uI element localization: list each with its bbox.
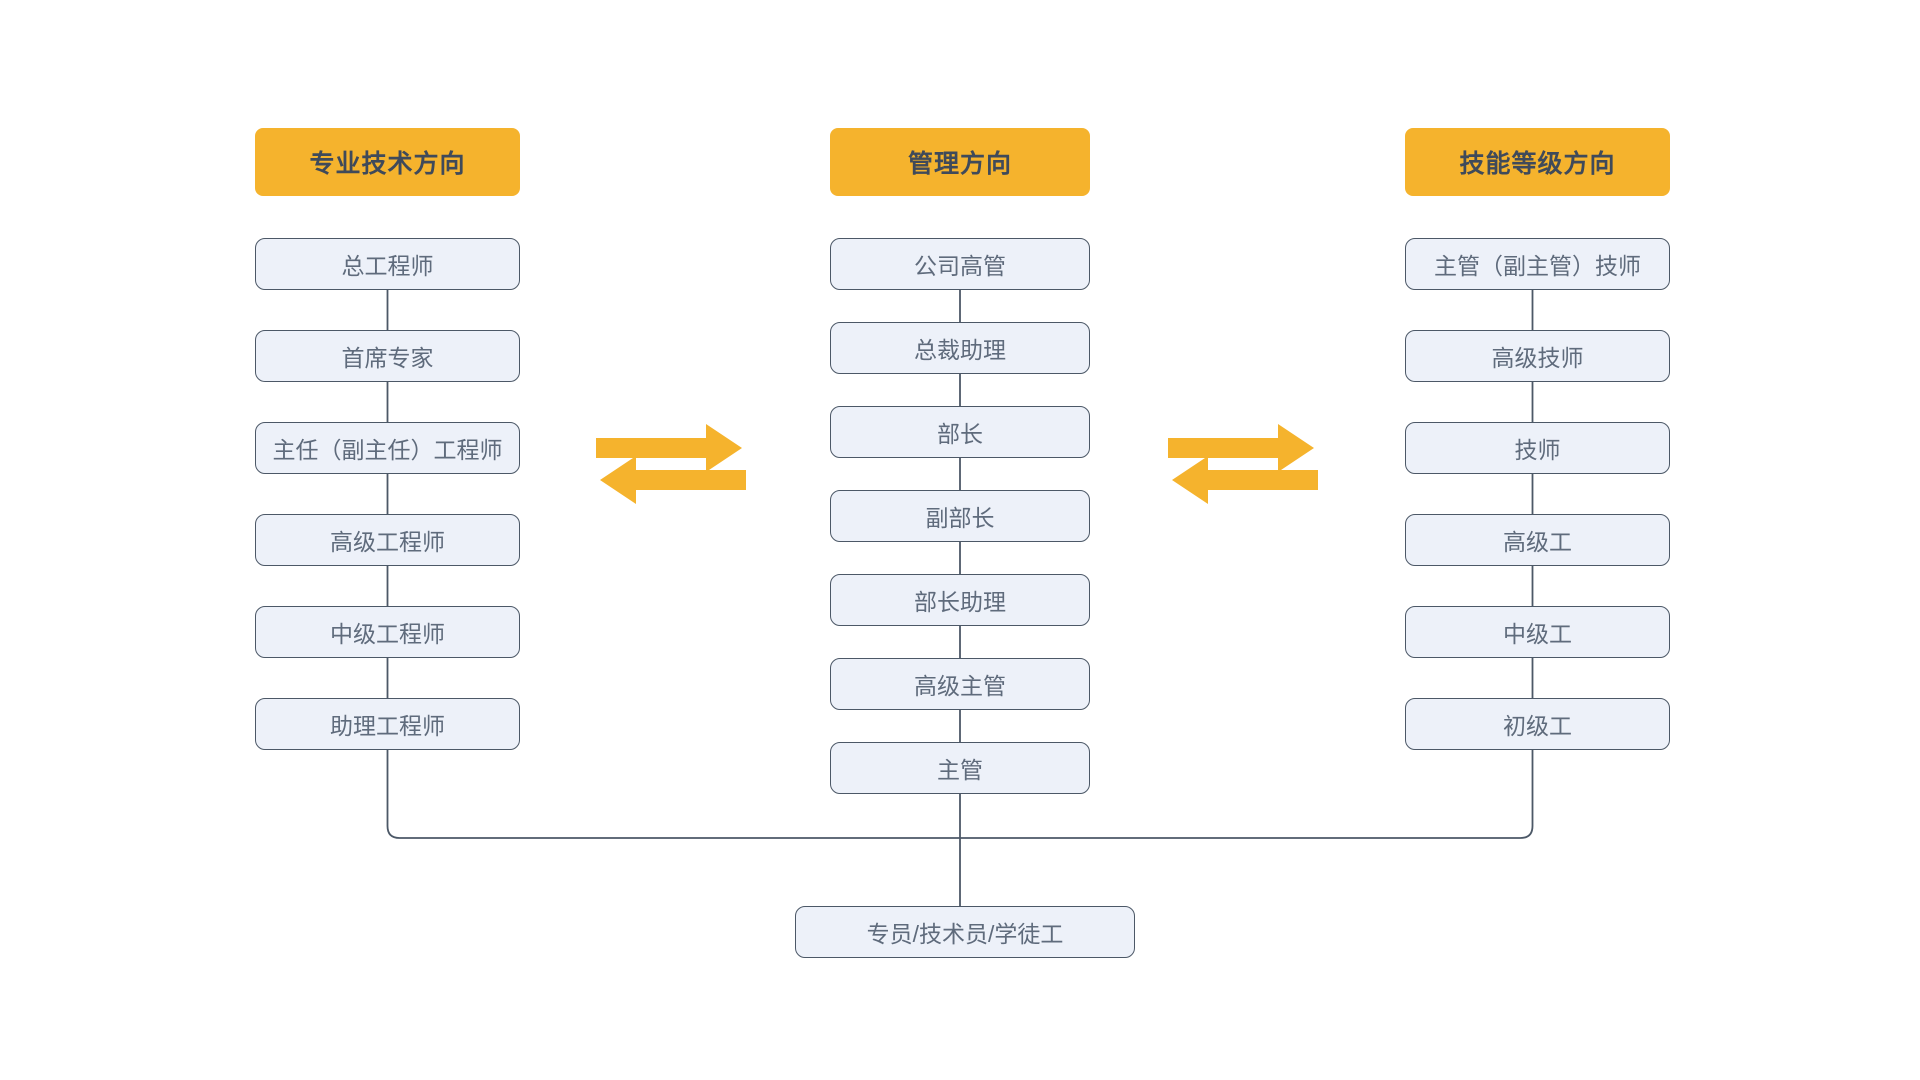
bidirectional-arrows-icon-left bbox=[596, 424, 746, 504]
column-header-technical[interactable]: 专业技术方向 bbox=[255, 128, 520, 196]
node-management-6[interactable]: 主管 bbox=[830, 742, 1090, 794]
node-skill-2[interactable]: 技师 bbox=[1405, 422, 1670, 474]
node-management-4[interactable]: 部长助理 bbox=[830, 574, 1090, 626]
column-header-management[interactable]: 管理方向 bbox=[830, 128, 1090, 196]
node-technical-4[interactable]: 中级工程师 bbox=[255, 606, 520, 658]
node-technical-0[interactable]: 总工程师 bbox=[255, 238, 520, 290]
node-base-entry[interactable]: 专员/技术员/学徒工 bbox=[795, 906, 1135, 958]
node-skill-1[interactable]: 高级技师 bbox=[1405, 330, 1670, 382]
node-technical-1[interactable]: 首席专家 bbox=[255, 330, 520, 382]
node-technical-5[interactable]: 助理工程师 bbox=[255, 698, 520, 750]
node-skill-4[interactable]: 中级工 bbox=[1405, 606, 1670, 658]
node-management-3[interactable]: 副部长 bbox=[830, 490, 1090, 542]
node-technical-3[interactable]: 高级工程师 bbox=[255, 514, 520, 566]
node-skill-0[interactable]: 主管（副主管）技师 bbox=[1405, 238, 1670, 290]
node-management-1[interactable]: 总裁助理 bbox=[830, 322, 1090, 374]
node-skill-3[interactable]: 高级工 bbox=[1405, 514, 1670, 566]
node-management-0[interactable]: 公司高管 bbox=[830, 238, 1090, 290]
column-header-skill[interactable]: 技能等级方向 bbox=[1405, 128, 1670, 196]
node-technical-2[interactable]: 主任（副主任）工程师 bbox=[255, 422, 520, 474]
node-management-2[interactable]: 部长 bbox=[830, 406, 1090, 458]
bidirectional-arrows-icon-right bbox=[1168, 424, 1318, 504]
node-management-5[interactable]: 高级主管 bbox=[830, 658, 1090, 710]
node-skill-5[interactable]: 初级工 bbox=[1405, 698, 1670, 750]
